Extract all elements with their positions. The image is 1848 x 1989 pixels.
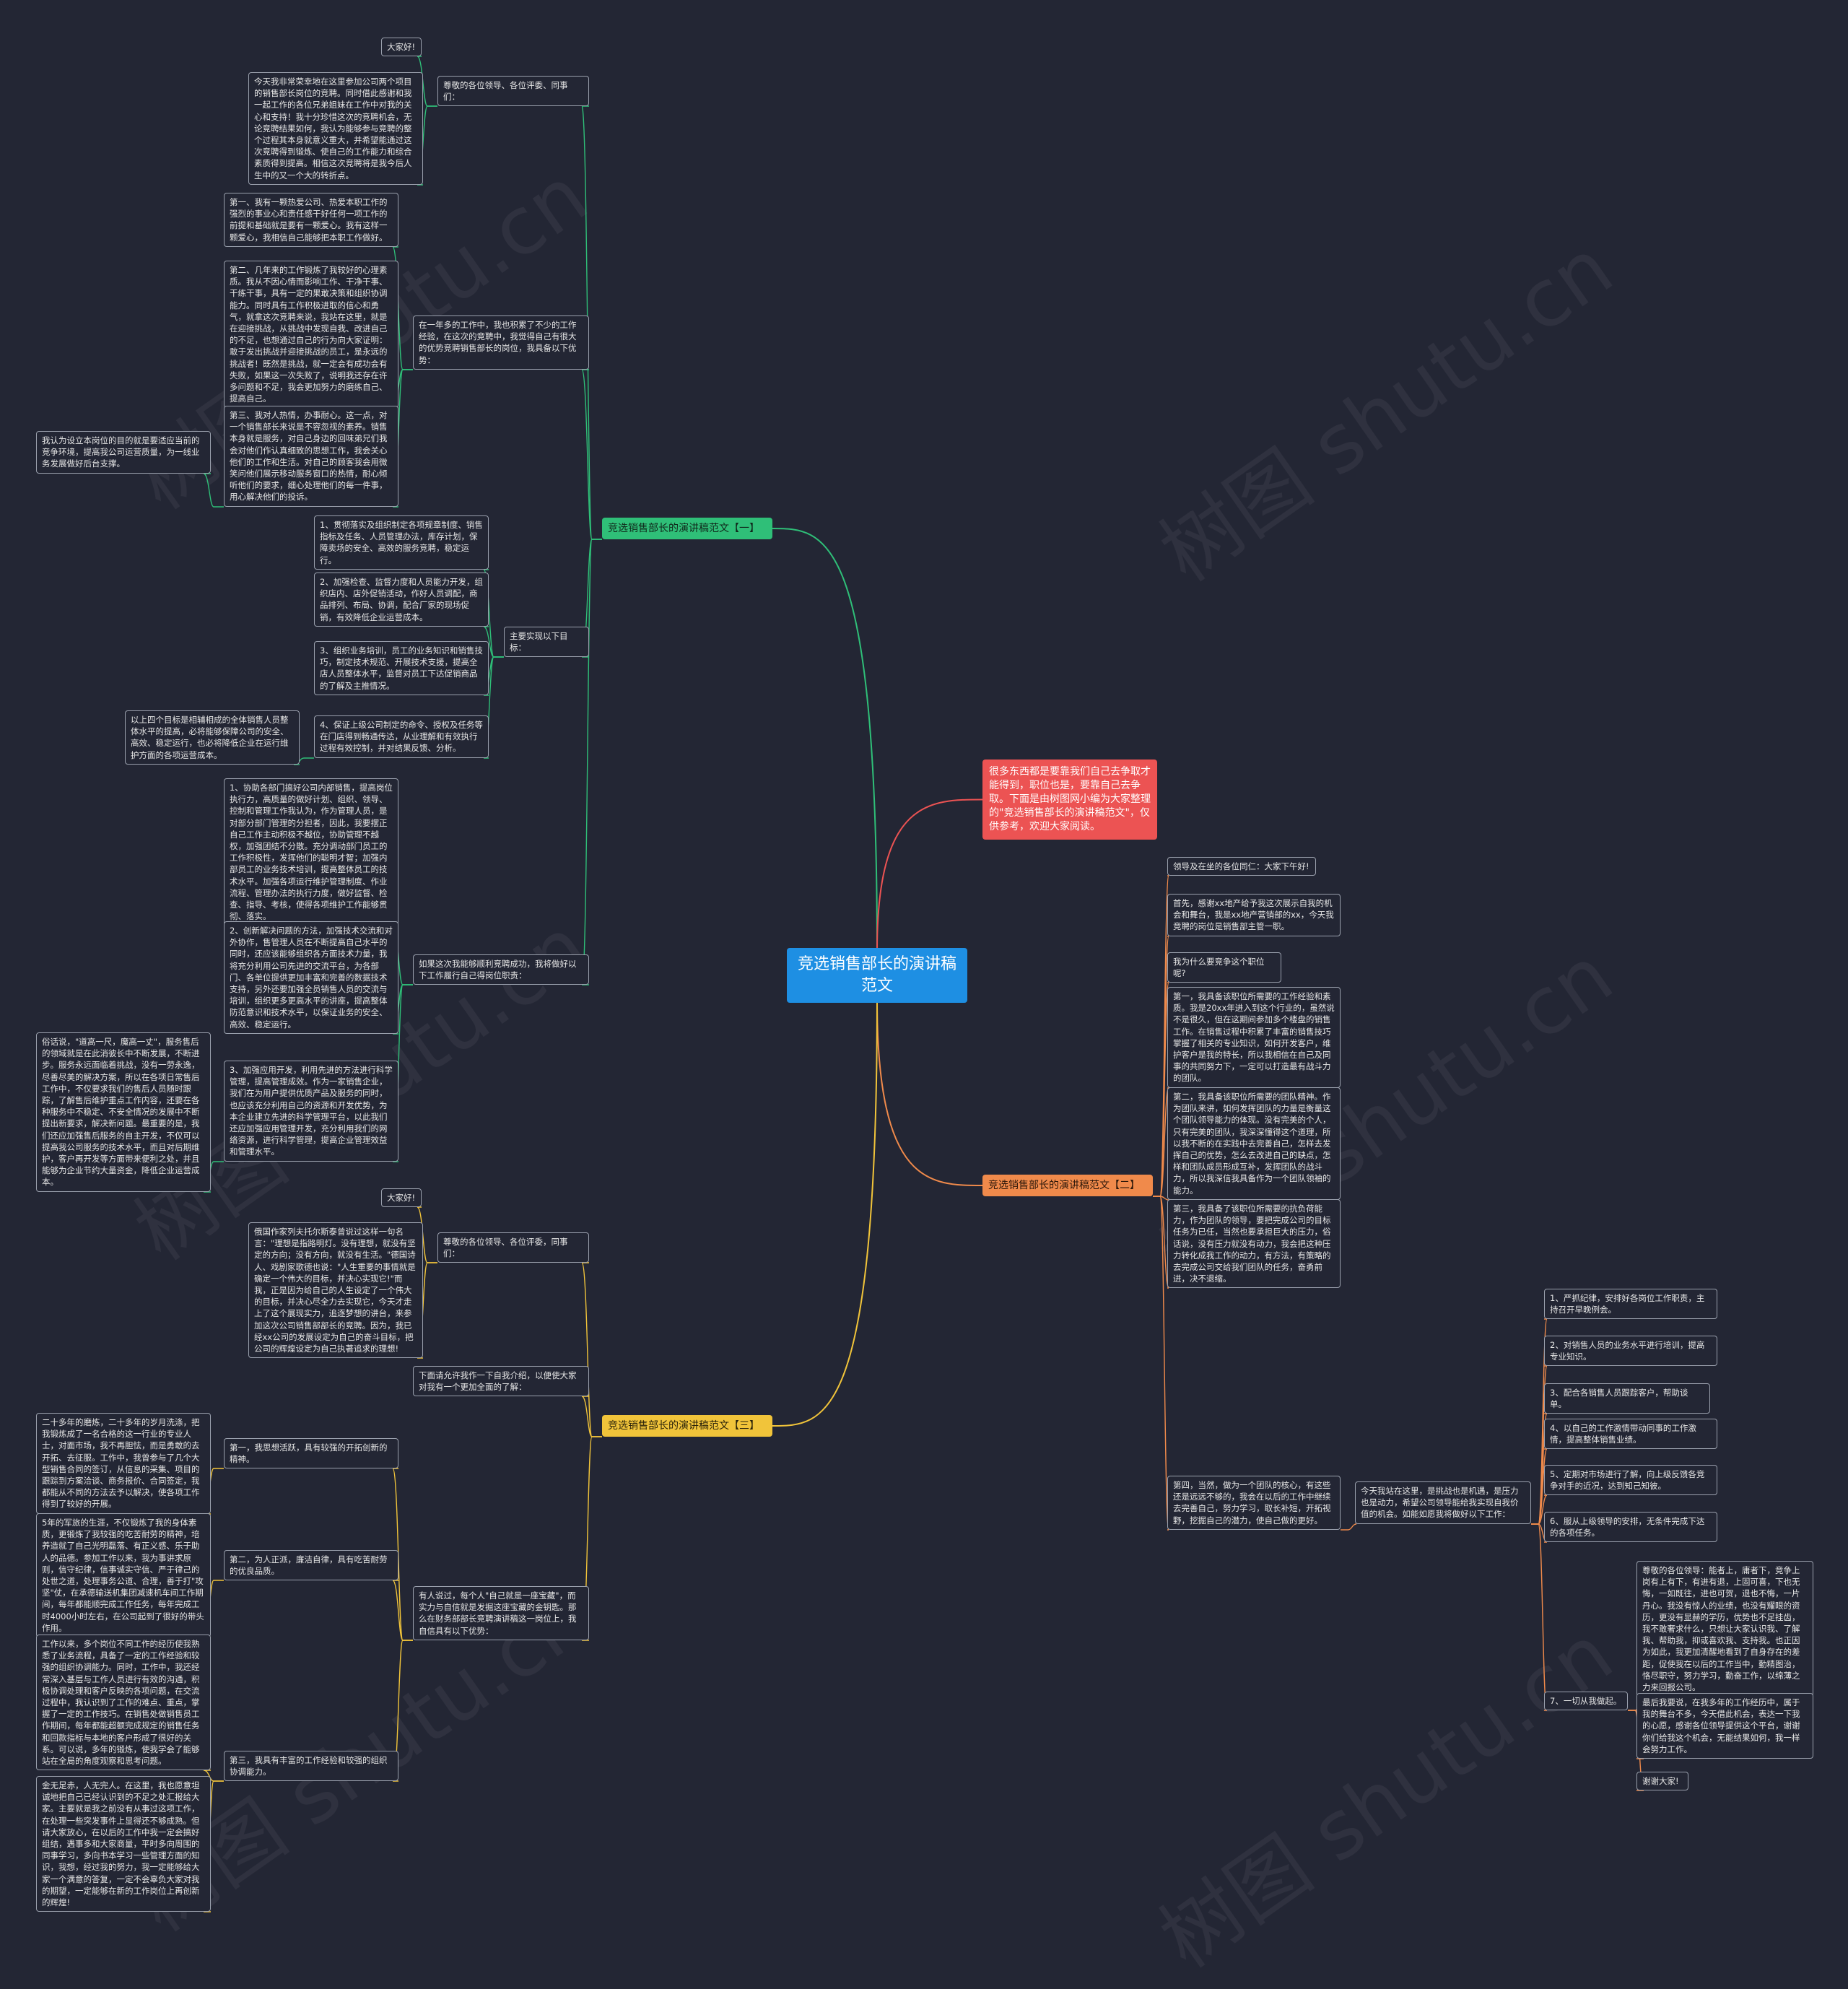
- advantage-intro[interactable]: 有人说过，每个人"自己就是一座宝藏"，而实力与自信就是发掘这座宝藏的金钥匙。那么…: [413, 1586, 589, 1640]
- reason-3[interactable]: 第三，我具备了该职位所需要的抗负荷能力，作为团队的领导，要把完成公司的目标任务为…: [1167, 1199, 1341, 1289]
- advantage-3-note-2[interactable]: 金无足赤，人无完人。在这里，我也愿意坦诚地把自己已经认识到的不足之处汇报给大家。…: [36, 1776, 211, 1912]
- work-3[interactable]: 3、配合各销售人员跟踪客户，帮助谈单。: [1544, 1383, 1710, 1414]
- goal-4-note[interactable]: 以上四个目标是相辅相成的全体销售人员整体水平的提高，必将能够保障公司的安全、高效…: [125, 710, 300, 765]
- why-question[interactable]: 我为什么要竞争这个职位呢?: [1167, 952, 1281, 983]
- branch-1-title[interactable]: 竞选销售部长的演讲稿范文【一】: [602, 518, 772, 539]
- duty-2[interactable]: 2、创新解决问题的方法，加强技术交流和对外协作，售管理人员在不断提高自己水平的同…: [224, 921, 398, 1034]
- connector: [876, 999, 983, 1186]
- advantage-1-note[interactable]: 二十多年的磨炼，二十多年的岁月洗涤，把我锻炼成了一名合格的这一行业的专业人士，对…: [36, 1413, 211, 1514]
- connector: [483, 569, 504, 658]
- connector: [1531, 1523, 1548, 1711]
- work-2[interactable]: 2、对销售人员的业务水平进行培训，提高专业知识。: [1544, 1336, 1717, 1367]
- advantage-2[interactable]: 第二，为人正派，廉洁自律，具有吃苦耐劳的优良品质。: [224, 1550, 398, 1581]
- advantage-3[interactable]: 第三、我对人热情，办事耐心。这一点，对一个销售部长来说是不容忽视的素养。销售本身…: [224, 406, 398, 507]
- advantage-1[interactable]: 第一，我思想活跃，具有较强的开拓创新的精神。: [224, 1438, 398, 1469]
- connector: [581, 1262, 602, 1437]
- connector: [1153, 1196, 1169, 1289]
- work-7[interactable]: 7、一切从我做起。: [1544, 1692, 1628, 1711]
- greeting[interactable]: 尊敬的各位领导、各位评委、同事们：: [437, 76, 589, 107]
- goal-3[interactable]: 3、组织业务培训，员工的业务知识和销售技巧，制定技术规范、开展技术支援，提高全店…: [314, 641, 489, 695]
- hello[interactable]: 大家好!: [381, 1188, 422, 1208]
- paragraph-1[interactable]: 首先，感谢xx地产给予我这次展示自我的机会和舞台，我是xx地产营销部的xx，今天…: [1167, 894, 1341, 936]
- reason-1[interactable]: 第一，我具备该职位所需要的工作经验和素质。我是20xx年进入到这个行业的，虽然说…: [1167, 987, 1341, 1088]
- greeting[interactable]: 尊敬的各位领导、各位评委，同事们：: [437, 1232, 589, 1263]
- branch-2-title[interactable]: 竞选销售部长的演讲稿范文【二】: [982, 1175, 1153, 1196]
- today-intro[interactable]: 今天我站在这里，是挑战也是机遇，是压力也是动力，希望公司领导能给我实现自我价值的…: [1355, 1481, 1531, 1524]
- greeting[interactable]: 领导及在坐的各位同仁：大家下午好!: [1167, 857, 1316, 876]
- connector: [581, 1396, 602, 1437]
- branch-3-title[interactable]: 竞选销售部长的演讲稿范文【三】: [602, 1415, 772, 1437]
- work-6[interactable]: 6、服从上级领导的安排，无条件完成下达的各项任务。: [1544, 1512, 1717, 1543]
- advantage-3-note[interactable]: 工作以来，多个岗位不同工作的经历使我熟悉了业务流程，具备了一定的工作经验和较强的…: [36, 1635, 211, 1771]
- connector: [772, 999, 878, 1427]
- root-topic[interactable]: 竞选销售部长的演讲稿范文: [787, 948, 967, 1003]
- advantage-2-note[interactable]: 5年的军旅的生涯，不仅锻炼了我的身体素质，更锻炼了我较强的吃苦耐劳的精神，培养造…: [36, 1513, 211, 1638]
- duty-intro[interactable]: 如果这次我能够顺利竞聘成功，我将做好以下工作履行自己得岗位职责：: [413, 954, 589, 985]
- reason-2[interactable]: 第二，我具备该职位所需要的团队精神。作为团队来讲，如何发挥团队的力量是衡量这个团…: [1167, 1087, 1341, 1200]
- connector: [1153, 936, 1169, 1197]
- hello[interactable]: 大家好!: [381, 38, 422, 57]
- duty-3-note[interactable]: 俗话说，"道高一尺，魔高一丈"，服务售后的领域就是在此消彼长中不断发展，不断进步…: [36, 1032, 211, 1192]
- work-4[interactable]: 4、以自己的工作激情带动同事的工作激情，提高整体销售业绩。: [1544, 1419, 1717, 1450]
- connector: [1153, 982, 1169, 1197]
- work-7-detail-2[interactable]: 最后我要说，在我多年的工作经历中，属于我的舞台不多，今天借此机会，表达一下我的心…: [1636, 1693, 1813, 1759]
- connector: [1153, 1087, 1169, 1197]
- work-5[interactable]: 5、定期对市场进行了解，向上级反馈各竞争对手的近况，达到知己知彼。: [1544, 1465, 1717, 1496]
- goals-intro[interactable]: 主要实现以下目标：: [504, 627, 589, 658]
- connector: [392, 1580, 413, 1641]
- work-1[interactable]: 1、严抓纪律，安排好各岗位工作职责，主持召开早晚例会。: [1544, 1289, 1717, 1320]
- duty-1[interactable]: 1、协助各部门搞好公司内部销售，提高岗位执行力，高质量的做好计划、组织、领导、控…: [224, 778, 398, 926]
- connector: [876, 798, 983, 952]
- work-7-detail-1[interactable]: 尊敬的各位领导：能者上，庸者下，竞争上岗有上有下，有进有退，上固可喜，下也无悔，…: [1636, 1561, 1813, 1697]
- connector: [1153, 1196, 1169, 1531]
- goal-4[interactable]: 4、保证上级公司制定的命令、授权及任务等在门店得到畅通传达，从业理解和有效执行过…: [314, 715, 489, 758]
- advantage-3[interactable]: 第三，我具有丰富的工作经验和较强的组织协调能力。: [224, 1751, 398, 1782]
- advantage-3-note[interactable]: 我认为设立本岗位的目的就是要适应当前的竞争环境，提高我公司运营质量，为一线业务发…: [36, 431, 211, 474]
- connector: [1153, 875, 1169, 1197]
- advantage-intro[interactable]: 在一年多的工作中，我也积累了不少的工作经验，在这次的竞聘中，我觉得自己有很大的优…: [413, 315, 589, 370]
- reason-4[interactable]: 第四，当然，做为一个团队的核心，有这些还是远远不够的，我会在以后的工作中继续去完…: [1167, 1476, 1341, 1530]
- connector: [581, 369, 602, 540]
- goal-2[interactable]: 2、加强检查、监督力度和人员能力开发，组织店内、店外促销活动，作好人员调配，商品…: [314, 573, 489, 627]
- intro-note[interactable]: 很多东西都是要靠我们自己去争取才能得到，职位也是，要靠自己去争取。下面是由树图网…: [982, 760, 1157, 840]
- advantage-1[interactable]: 第一、我有一颗热爱公司、热爱本职工作的强烈的事业心和责任感干好任何一项工作的前提…: [224, 193, 398, 247]
- connector: [203, 473, 224, 508]
- goal-1[interactable]: 1、贯彻落实及组织制定各项规章制度、销售指标及任务、人员管理办法，库存计划，保障…: [314, 515, 489, 570]
- opening-paragraph[interactable]: 俄国作家列夫托尔斯泰曾说过这样一句名言："理想是指路明灯。没有理想，就没有坚定的…: [248, 1222, 423, 1359]
- advantage-2[interactable]: 第二、几年来的工作锻炼了我较好的心理素质。我从不因心情而影响工作、干净干事、干练…: [224, 261, 398, 409]
- connector: [772, 528, 878, 952]
- connector: [1341, 1523, 1357, 1531]
- connector: [1531, 1448, 1548, 1525]
- opening-paragraph[interactable]: 今天我非常荣幸地在这里参加公司两个项目的销售部长岗位的竞聘。同时借此感谢和我一起…: [248, 72, 423, 185]
- connector: [581, 539, 602, 985]
- self-intro[interactable]: 下面请允许我作一下自我介绍，以便使大家对我有一个更加全面的了解：: [413, 1366, 589, 1397]
- thanks[interactable]: 谢谢大家!: [1636, 1772, 1688, 1791]
- duty-3[interactable]: 3、加强应用开发，利用先进的方法进行科学管理，提高管理成效。作为一家销售企业，我…: [224, 1061, 398, 1162]
